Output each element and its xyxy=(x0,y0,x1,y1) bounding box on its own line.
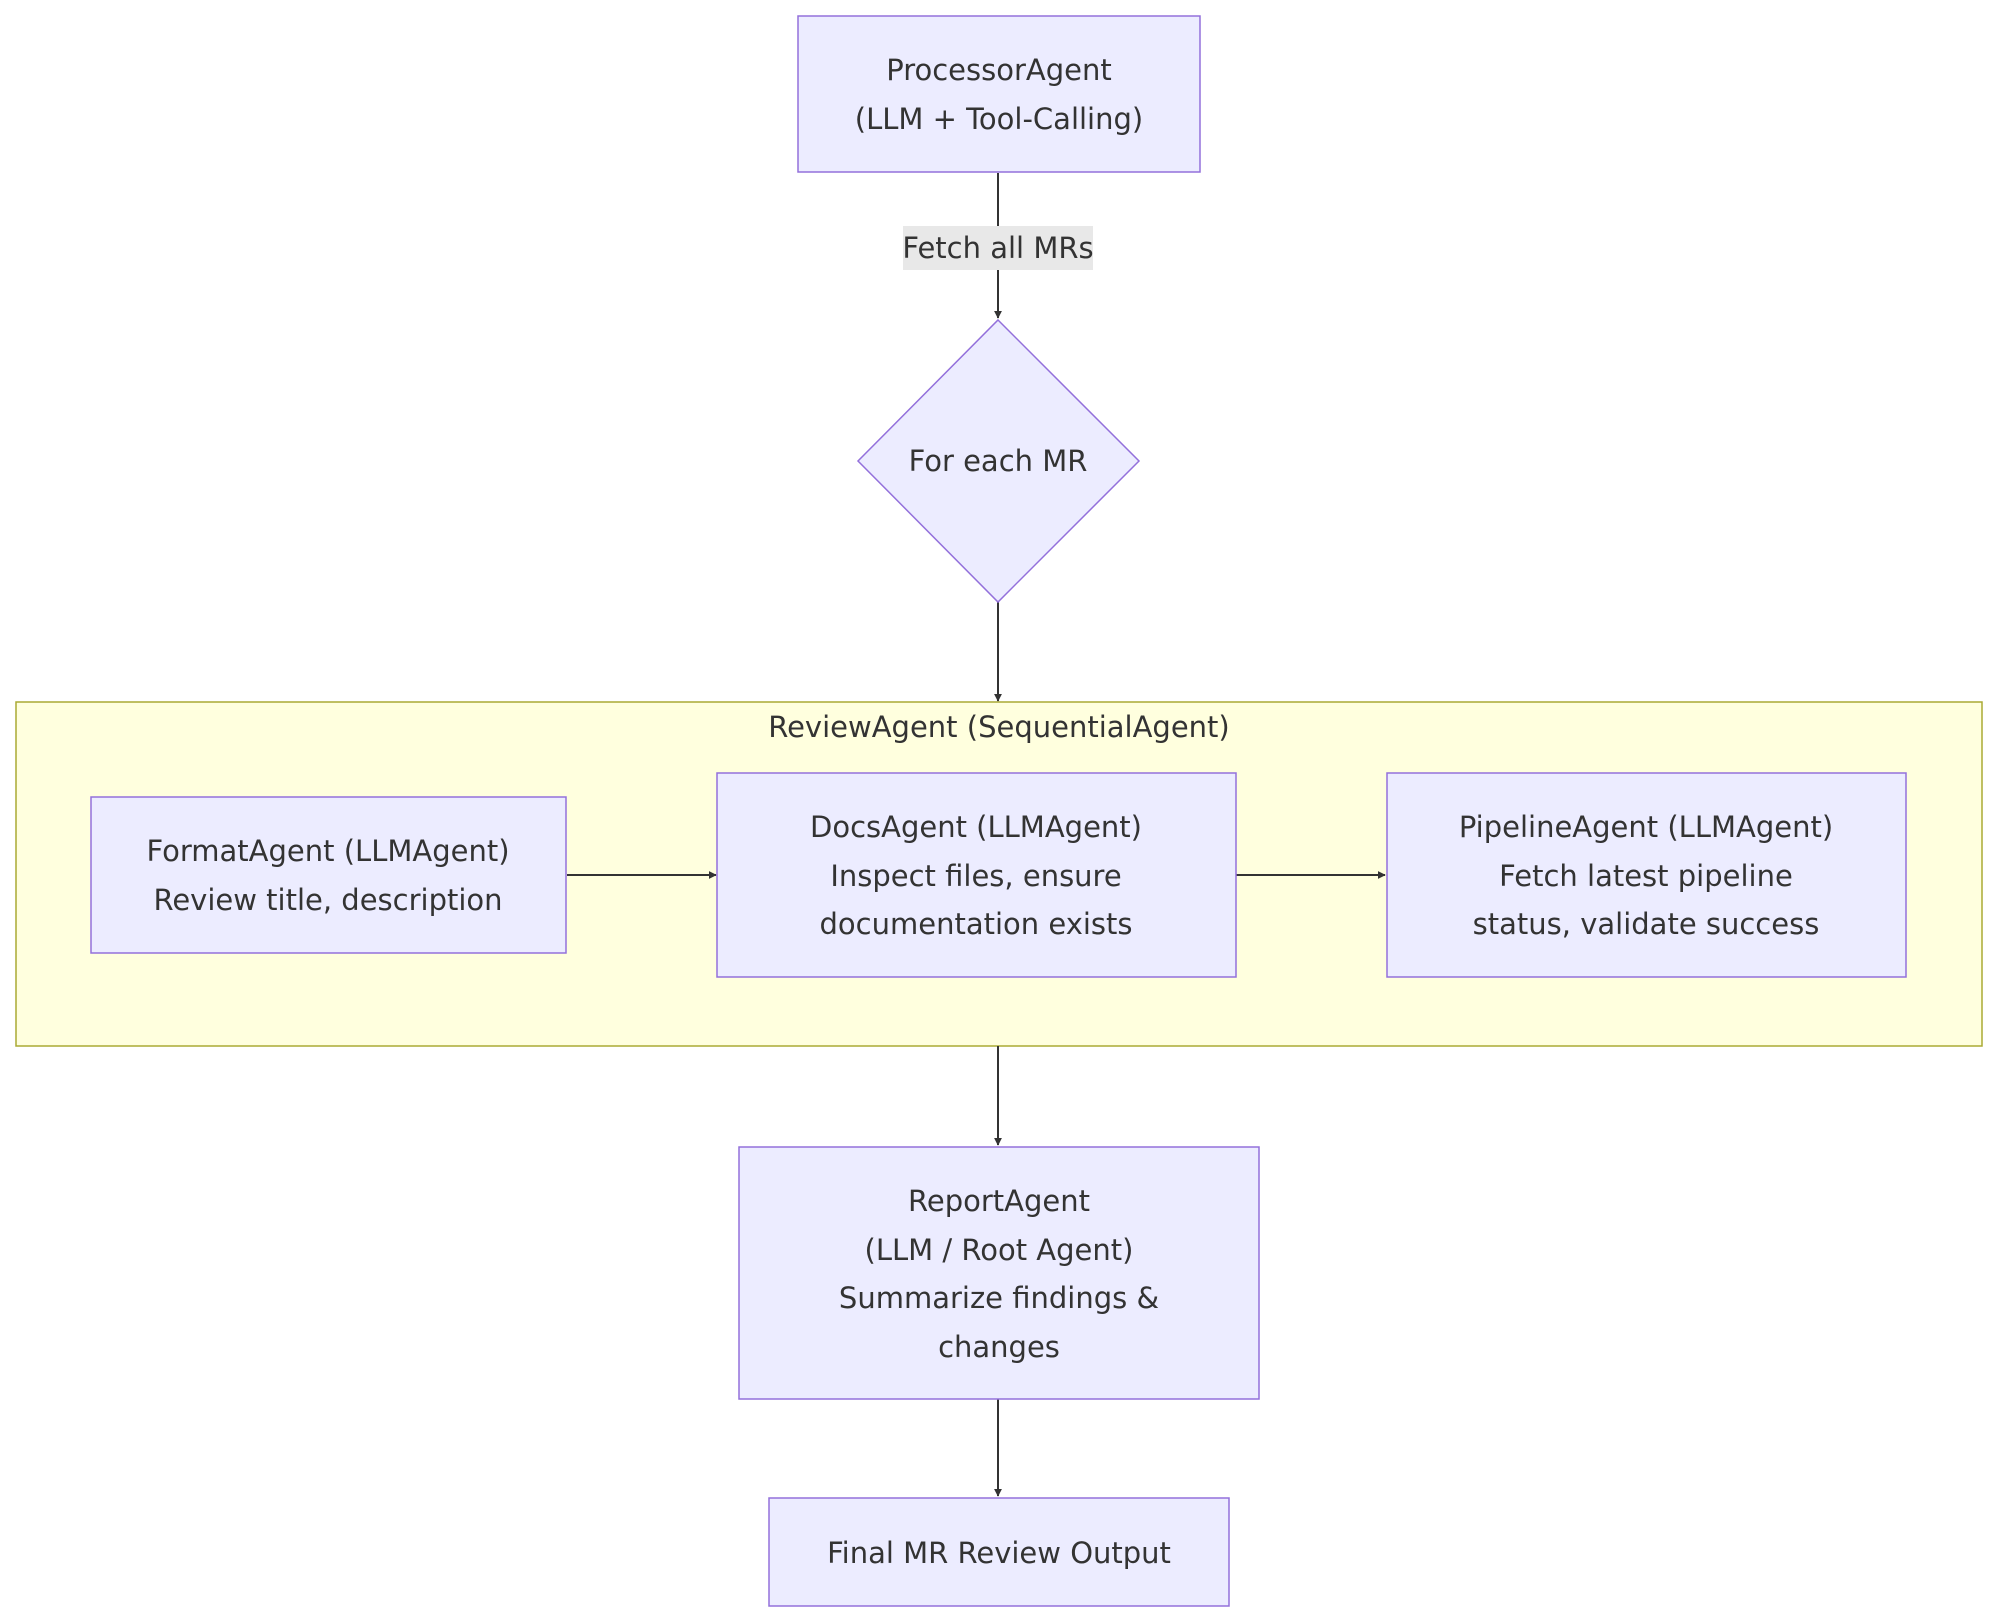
node-processor-line-2: (LLM + Tool-Calling) xyxy=(855,102,1143,136)
node-final-line-1: Final MR Review Output xyxy=(827,1536,1171,1570)
node-final-output[interactable]: Final MR Review Output xyxy=(768,1497,1230,1607)
node-format-agent[interactable]: FormatAgent (LLMAgent) Review title, des… xyxy=(90,796,567,954)
edge-label-text: Fetch all MRs xyxy=(902,231,1093,265)
node-pipeline-agent[interactable]: PipelineAgent (LLMAgent) Fetch latest pi… xyxy=(1386,772,1907,978)
node-format-line-1: FormatAgent (LLMAgent) xyxy=(146,834,509,868)
node-format-line-2: Review title, description xyxy=(153,883,502,917)
node-docs-line-3: documentation exists xyxy=(820,907,1133,941)
node-pipeline-line-3: status, validate success xyxy=(1473,907,1820,941)
node-pipeline-line-1: PipelineAgent (LLMAgent) xyxy=(1459,810,1833,844)
node-report-line-3: Summarize findings & xyxy=(839,1281,1159,1315)
node-pipeline-line-2: Fetch latest pipeline xyxy=(1499,859,1793,893)
decision-for-each-mr[interactable]: For each MR xyxy=(856,318,1141,604)
node-docs-line-2: Inspect files, ensure xyxy=(830,859,1121,893)
decision-label: For each MR xyxy=(909,444,1088,478)
node-processor-agent[interactable]: ProcessorAgent (LLM + Tool-Calling) xyxy=(797,15,1201,173)
edges xyxy=(567,173,1386,1497)
node-processor-line-1: ProcessorAgent xyxy=(886,53,1112,87)
node-report-line-1: ReportAgent xyxy=(908,1184,1090,1218)
node-report-line-2: (LLM / Root Agent) xyxy=(865,1233,1134,1267)
edge-label-fetch-all-mrs: Fetch all MRs xyxy=(902,226,1094,270)
cluster-title: ReviewAgent (SequentialAgent) xyxy=(768,710,1230,744)
node-docs-line-1: DocsAgent (LLMAgent) xyxy=(810,810,1142,844)
node-docs-agent[interactable]: DocsAgent (LLMAgent) Inspect files, ensu… xyxy=(716,772,1237,978)
node-report-line-4: changes xyxy=(938,1330,1060,1364)
node-report-agent[interactable]: ReportAgent (LLM / Root Agent) Summarize… xyxy=(738,1146,1260,1400)
